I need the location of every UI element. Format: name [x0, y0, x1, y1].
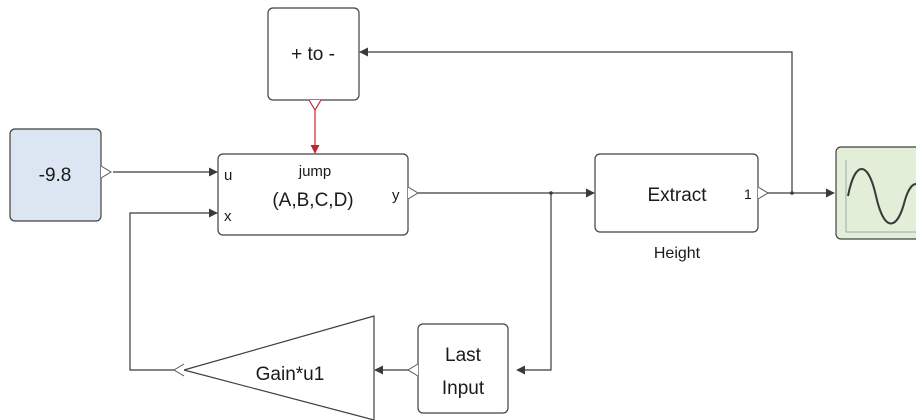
- extract-label: Extract: [647, 185, 707, 206]
- extract-caption: Height: [654, 245, 701, 262]
- last-input-line1: Last: [445, 345, 482, 366]
- constant-value: -9.8: [39, 165, 72, 186]
- jump-formula: (A,B,C,D): [272, 190, 353, 211]
- output-port-icon: [407, 363, 419, 377]
- wire-feedback-to-switch[interactable]: [359, 47, 793, 193]
- switch-block[interactable]: + to -: [267, 7, 360, 112]
- output-port-icon: [407, 186, 419, 200]
- last-input-block[interactable]: Last Input: [407, 323, 509, 414]
- jump-input-u-label: u: [224, 167, 232, 184]
- extract-port-label: 1: [744, 186, 752, 202]
- scope-block[interactable]: [835, 146, 916, 240]
- jump-input-x-label: x: [224, 208, 232, 225]
- extract-block[interactable]: Extract 1 Height: [594, 153, 769, 262]
- output-port-icon: [100, 165, 112, 179]
- trigger-port-icon: [308, 99, 322, 112]
- constant-block[interactable]: -9.8: [9, 128, 112, 222]
- junction-dot: [790, 191, 794, 195]
- switch-label: + to -: [291, 44, 335, 65]
- junction-dot: [549, 191, 553, 195]
- output-port-icon: [757, 186, 769, 200]
- gain-block[interactable]: Gain*u1: [173, 315, 375, 420]
- last-input-line2: Input: [442, 378, 485, 399]
- output-port-icon: [173, 363, 185, 377]
- gain-label: Gain*u1: [256, 364, 325, 385]
- wire-gain-to-jump-x[interactable]: [129, 208, 218, 371]
- jump-output-y-label: y: [392, 187, 400, 204]
- sine-wave-icon: [845, 160, 916, 233]
- jump-title: jump: [298, 163, 332, 180]
- wire-branch-to-last-input[interactable]: [516, 193, 552, 375]
- jump-block[interactable]: jump (A,B,C,D) u x y: [217, 153, 419, 236]
